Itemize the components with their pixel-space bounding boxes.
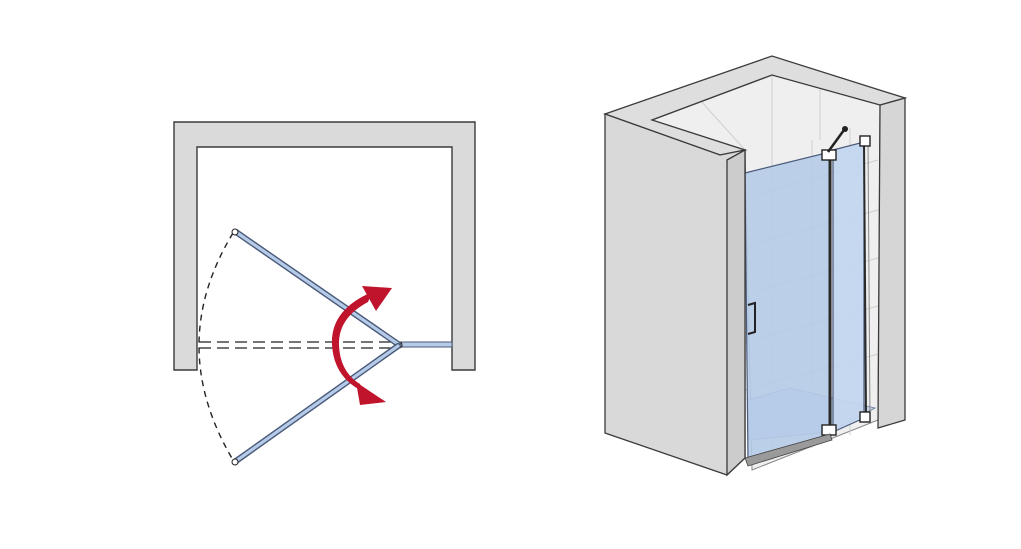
curved-arrow-icon <box>331 286 392 405</box>
closed-position-dashed-line <box>199 341 398 349</box>
right-wall <box>877 97 906 429</box>
isometric-view-diagram <box>520 0 1021 549</box>
front-left-wall-face <box>726 148 746 477</box>
floor-plan-diagram <box>173 121 476 466</box>
glass-door <box>744 151 831 463</box>
floor-plan-svg <box>173 121 476 466</box>
fixed-glass-panel <box>400 341 453 348</box>
front-left-wall <box>604 113 746 476</box>
door-handle-icon <box>747 301 756 335</box>
isometric-svg <box>603 55 908 477</box>
door-leaf-outward <box>231 343 401 466</box>
fixed-glass-panel-iso <box>832 141 865 433</box>
wall-recess <box>173 121 476 371</box>
swing-arc <box>198 232 234 461</box>
stabilizer-rod <box>826 126 848 153</box>
threshold <box>744 433 833 467</box>
door-leaf-inward <box>231 228 401 347</box>
